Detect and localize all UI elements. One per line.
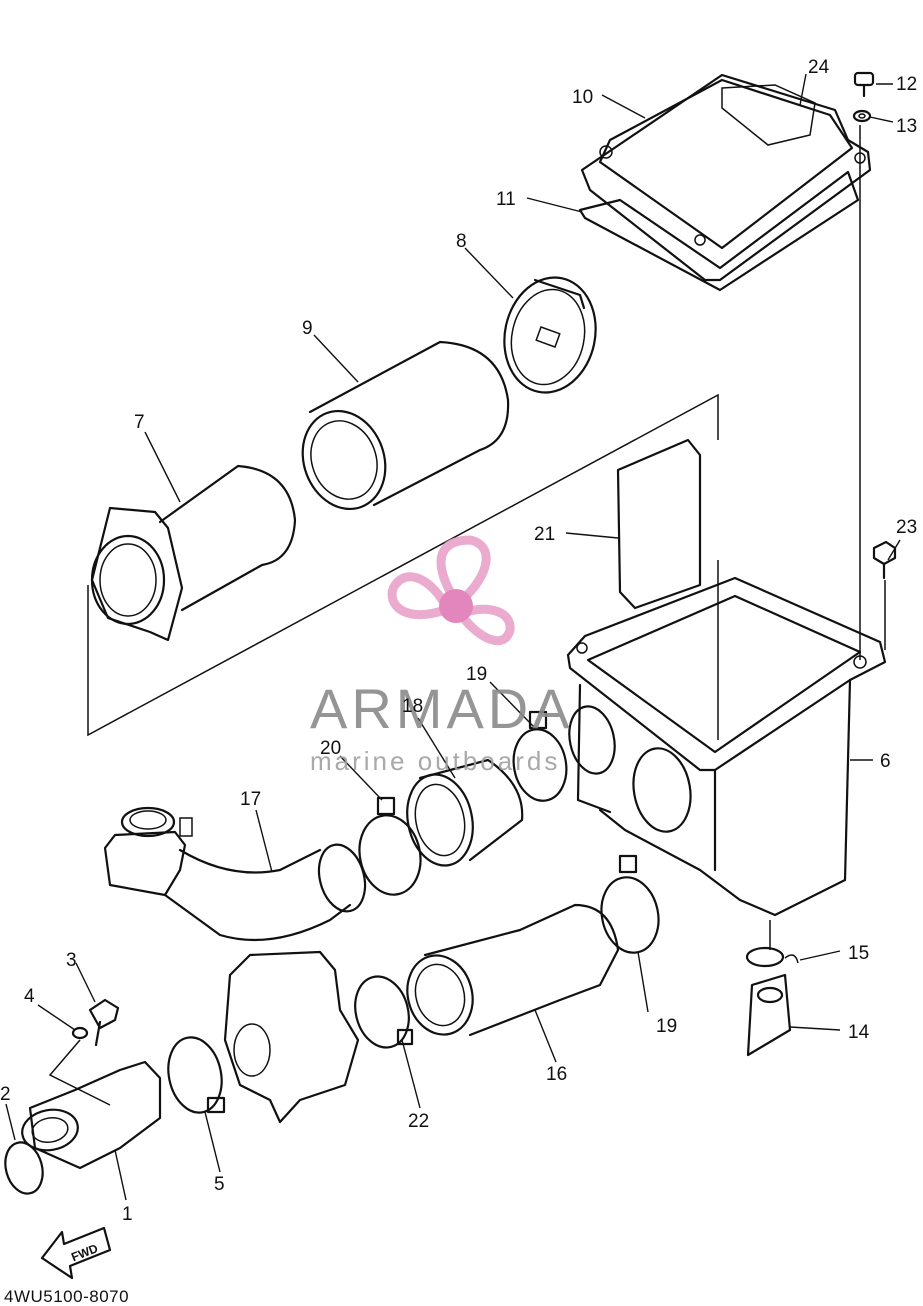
part-9-outer-filter <box>301 340 510 511</box>
part-2-o-ring <box>4 1141 44 1195</box>
propeller-blade <box>457 604 515 646</box>
part-13-washer <box>852 109 872 123</box>
callout-5: 5 <box>214 1174 225 1195</box>
watermark-subtitle: marine outboards <box>310 746 560 776</box>
part-15-clip <box>745 920 799 968</box>
part-3-bolt <box>88 998 120 1047</box>
callout-10: 10 <box>572 87 593 108</box>
callout-numbers: 1 2 3 4 5 6 7 8 9 10 11 12 13 14 15 16 1… <box>0 57 917 1225</box>
propeller-blade <box>436 535 491 607</box>
part-19-clamp-upper <box>512 710 568 802</box>
callout-16: 16 <box>546 1064 567 1085</box>
callout-19-upper: 19 <box>466 664 487 685</box>
part-17-intake-hose <box>103 806 367 942</box>
part-11-cover-gasket <box>578 170 860 292</box>
part-19-clamp-lower <box>600 854 660 954</box>
callout-20: 20 <box>320 738 341 759</box>
diagram-code: 4WU5100-8070 <box>4 1287 129 1306</box>
part-10-airbox-cover <box>580 73 872 282</box>
part-5-clamp <box>167 1036 226 1114</box>
part-4-washer <box>71 1026 89 1040</box>
part-21-plate <box>616 438 702 610</box>
callout-6: 6 <box>880 751 891 772</box>
part-18-joint <box>406 758 524 867</box>
part-22-clamp <box>354 975 414 1049</box>
callout-12: 12 <box>896 74 917 95</box>
fwd-arrow: FWD <box>40 1226 112 1280</box>
part-6-airbox-case <box>566 576 887 917</box>
part-8-filter-cap <box>503 276 597 394</box>
armada-watermark: ARMADA marine outboards <box>310 535 574 776</box>
propeller-blade <box>387 572 450 620</box>
leader-lines <box>5 73 901 1201</box>
callout-2: 2 <box>0 1084 11 1105</box>
callout-21: 21 <box>534 524 555 545</box>
callout-23: 23 <box>896 517 917 538</box>
part-20-clamp <box>358 796 422 896</box>
callout-9: 9 <box>302 318 313 339</box>
callout-17: 17 <box>240 789 261 810</box>
callout-15: 15 <box>848 943 869 964</box>
callout-18: 18 <box>402 696 423 717</box>
part-12-screw <box>853 71 875 98</box>
part-23-bolt <box>872 540 897 580</box>
callout-7: 7 <box>134 412 145 433</box>
callout-8: 8 <box>456 231 467 252</box>
part-14-duct <box>746 973 792 1057</box>
callout-14: 14 <box>848 1022 870 1043</box>
part-16-carb-joint <box>406 903 620 1037</box>
callout-3: 3 <box>66 950 77 971</box>
propeller-hub <box>439 589 473 623</box>
watermark-title: ARMADA <box>310 677 574 740</box>
engine-silhouette <box>223 950 360 1124</box>
callout-13: 13 <box>896 116 917 137</box>
part-1-manifold <box>21 1060 162 1170</box>
callout-11: 11 <box>496 189 516 210</box>
callout-4: 4 <box>24 986 35 1007</box>
callout-1: 1 <box>122 1204 133 1225</box>
part-7-inner-filter <box>90 464 297 642</box>
callout-24: 24 <box>808 57 830 78</box>
propeller-logo <box>387 535 515 646</box>
callout-22: 22 <box>408 1111 429 1132</box>
callout-19-lower: 19 <box>656 1016 677 1037</box>
